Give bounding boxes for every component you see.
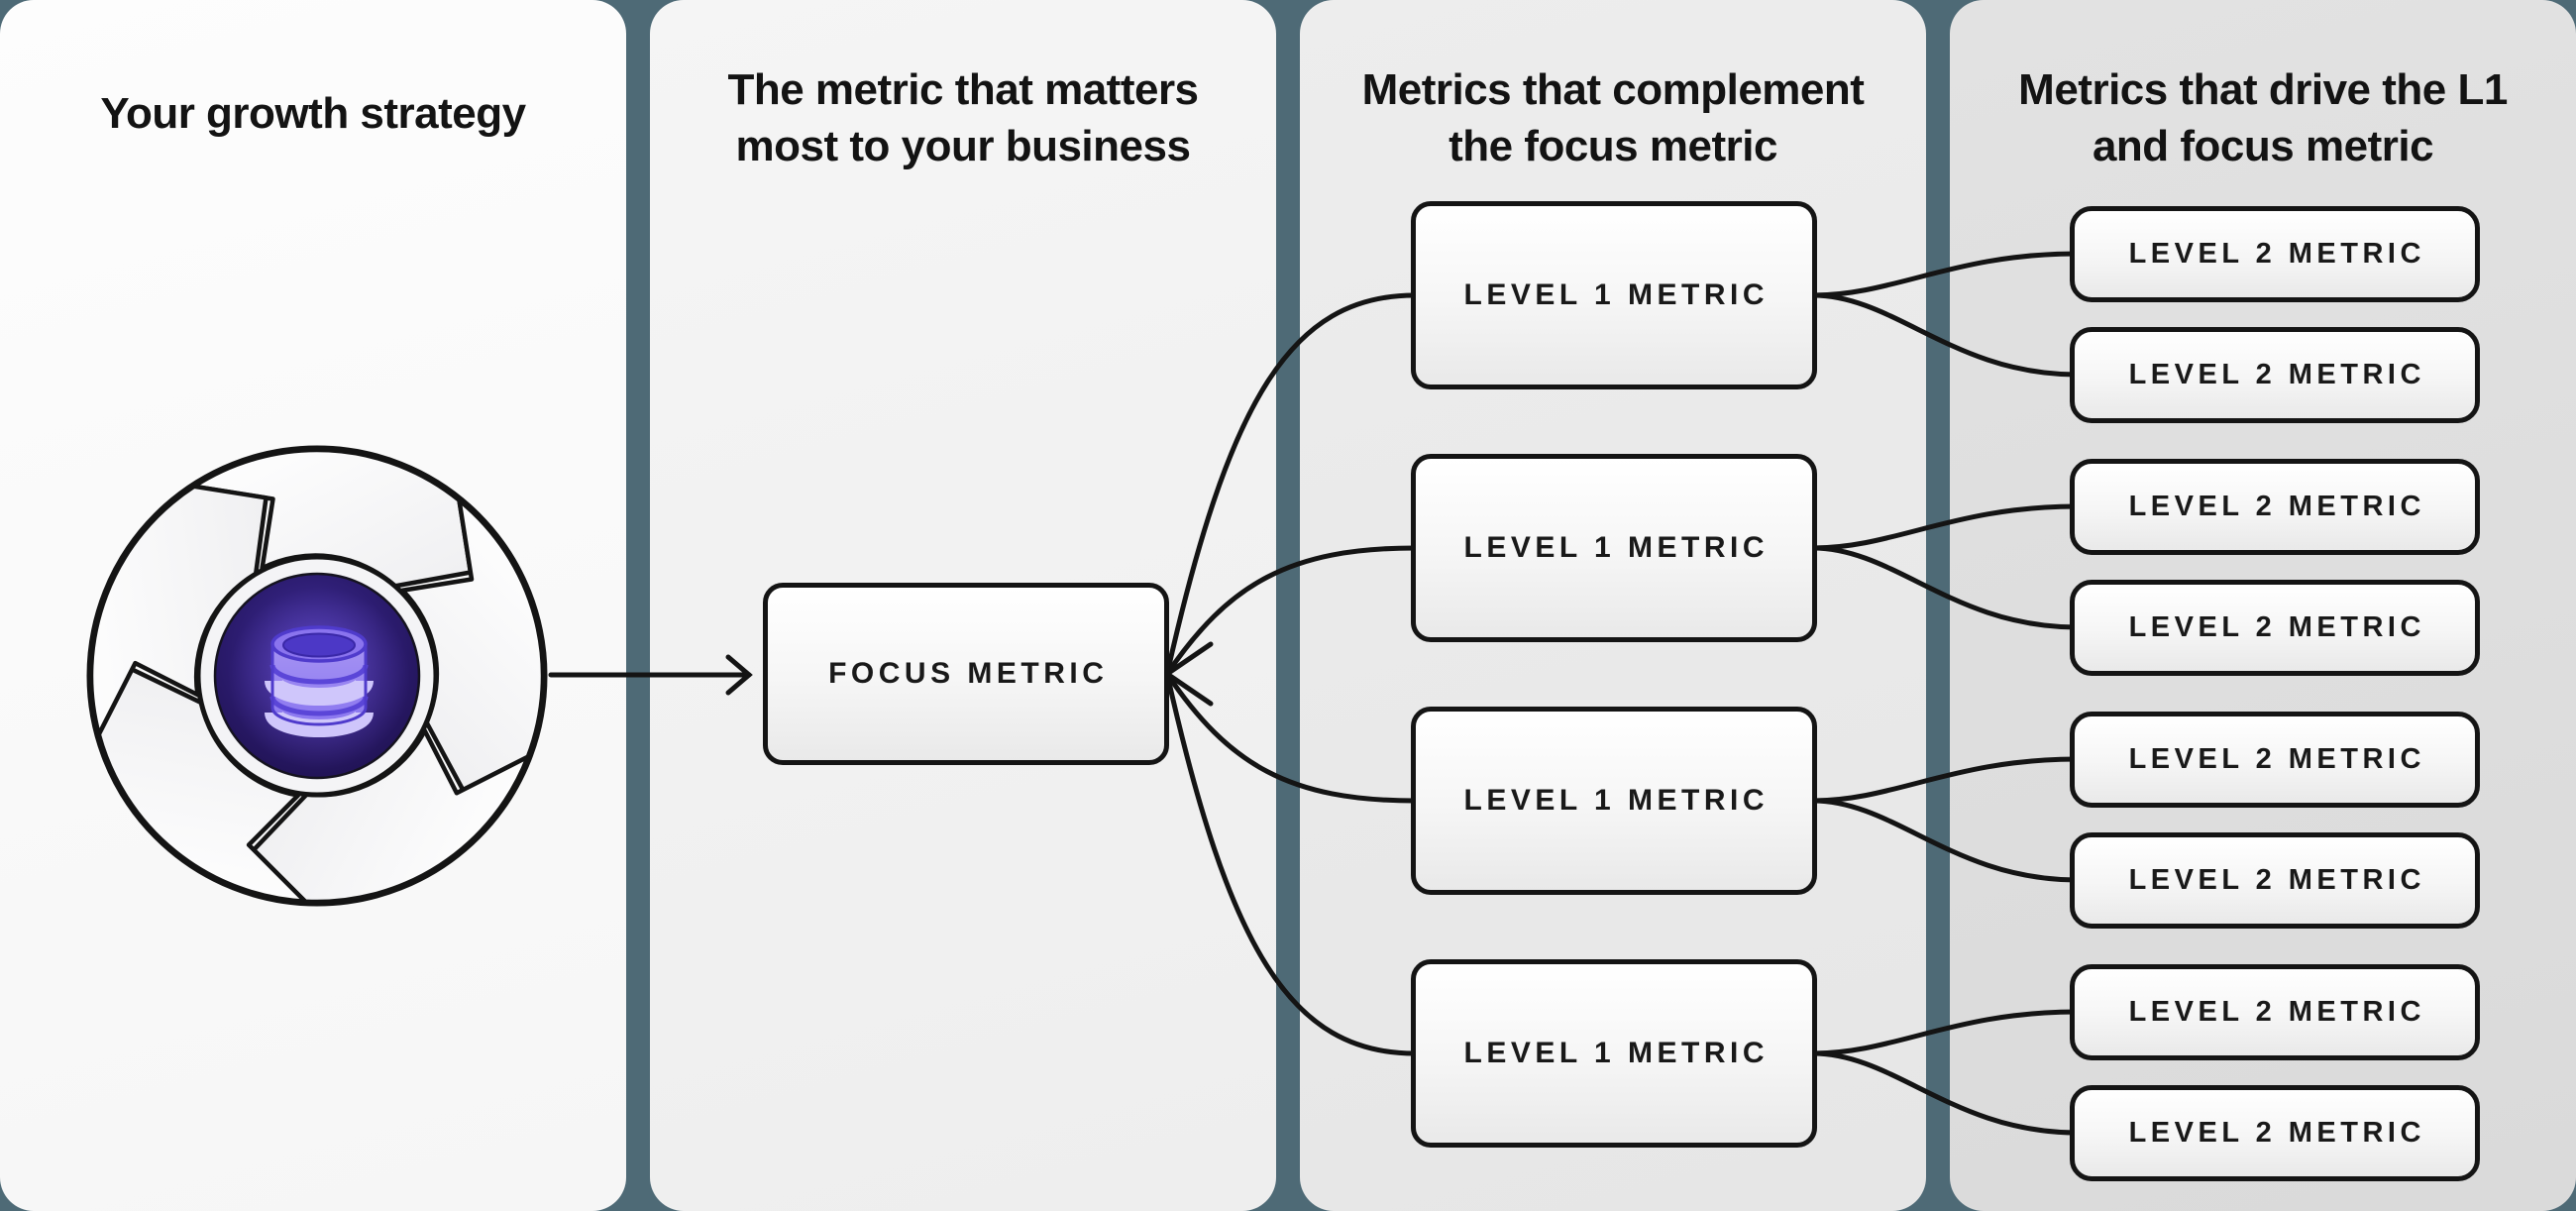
level2-metric-box: LEVEL 2 METRIC bbox=[2070, 580, 2480, 676]
level2-metric-box: LEVEL 2 METRIC bbox=[2070, 1085, 2480, 1181]
panel-title-growth-strategy: Your growth strategy bbox=[100, 89, 526, 138]
panel-growth-strategy: Your growth strategy bbox=[0, 0, 626, 1211]
focus-metric-label: FOCUS METRIC bbox=[828, 657, 1109, 690]
panel-title-level2-metrics: Metrics that drive the L1 and focus metr… bbox=[2018, 65, 2508, 170]
level2-metric-box: LEVEL 2 METRIC bbox=[2070, 206, 2480, 302]
level1-metric-label: LEVEL 1 METRIC bbox=[1463, 784, 1769, 817]
level2-metric-label: LEVEL 2 METRIC bbox=[2128, 238, 2425, 270]
focus-metric-box: FOCUS METRIC bbox=[763, 583, 1169, 765]
level2-metric-label: LEVEL 2 METRIC bbox=[2128, 359, 2425, 390]
level2-metric-label: LEVEL 2 METRIC bbox=[2128, 864, 2425, 896]
panel-title-focus-metric: The metric that matters most to your bus… bbox=[727, 65, 1199, 170]
level2-metric-box: LEVEL 2 METRIC bbox=[2070, 712, 2480, 808]
level2-metric-label: LEVEL 2 METRIC bbox=[2128, 611, 2425, 643]
panel-title-level1-metrics: Metrics that complement the focus metric bbox=[1361, 65, 1865, 170]
level2-metric-box: LEVEL 2 METRIC bbox=[2070, 459, 2480, 555]
level1-metric-label: LEVEL 1 METRIC bbox=[1463, 1037, 1769, 1069]
level1-metric-box: LEVEL 1 METRIC bbox=[1411, 201, 1817, 389]
level2-metric-box: LEVEL 2 METRIC bbox=[2070, 964, 2480, 1060]
level1-metric-box: LEVEL 1 METRIC bbox=[1411, 959, 1817, 1148]
level1-metric-box: LEVEL 1 METRIC bbox=[1411, 454, 1817, 642]
level1-metric-label: LEVEL 1 METRIC bbox=[1463, 278, 1769, 311]
level2-metric-label: LEVEL 2 METRIC bbox=[2128, 1117, 2425, 1149]
level2-metric-label: LEVEL 2 METRIC bbox=[2128, 996, 2425, 1028]
level1-metric-box: LEVEL 1 METRIC bbox=[1411, 707, 1817, 895]
level2-metric-box: LEVEL 2 METRIC bbox=[2070, 832, 2480, 929]
level1-metric-label: LEVEL 1 METRIC bbox=[1463, 531, 1769, 564]
level2-metric-label: LEVEL 2 METRIC bbox=[2128, 743, 2425, 775]
level2-metric-label: LEVEL 2 METRIC bbox=[2128, 491, 2425, 522]
level2-metric-box: LEVEL 2 METRIC bbox=[2070, 327, 2480, 423]
